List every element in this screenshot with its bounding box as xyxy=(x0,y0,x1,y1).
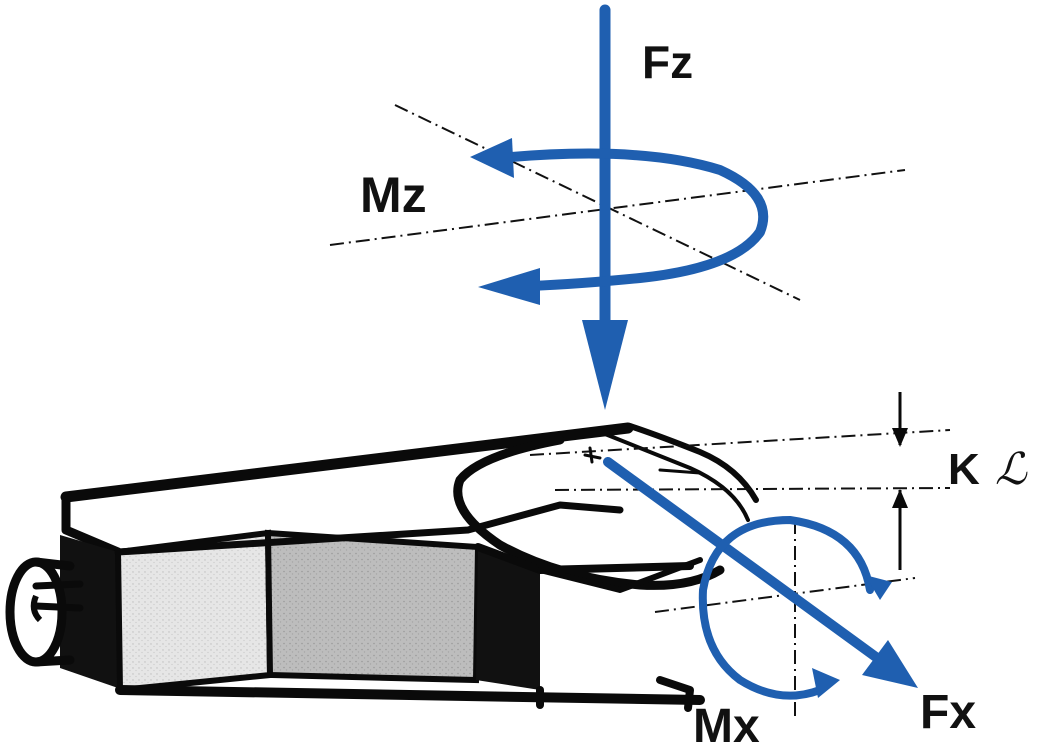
fx-arrow xyxy=(603,457,918,688)
dish-outline xyxy=(453,435,725,590)
mx-label: Mx xyxy=(693,700,760,751)
k-dimension xyxy=(892,392,908,570)
side-panel-mid xyxy=(264,529,482,684)
side-panel-light xyxy=(114,529,274,694)
sensor-body xyxy=(5,422,759,712)
connector-plug xyxy=(5,557,84,667)
fx-label: Fx xyxy=(920,686,976,739)
k-label: K xyxy=(948,445,980,494)
notch-shadow xyxy=(476,547,540,690)
front-face-dark xyxy=(60,535,118,688)
angle-symbol-label: ℒ xyxy=(995,444,1028,495)
fz-arrow xyxy=(582,4,628,410)
mz-arrow xyxy=(470,138,769,305)
mx-arrow xyxy=(698,516,892,700)
dish-marks xyxy=(583,446,702,475)
mz-label: Mz xyxy=(360,167,427,223)
fz-label: Fz xyxy=(642,36,693,88)
